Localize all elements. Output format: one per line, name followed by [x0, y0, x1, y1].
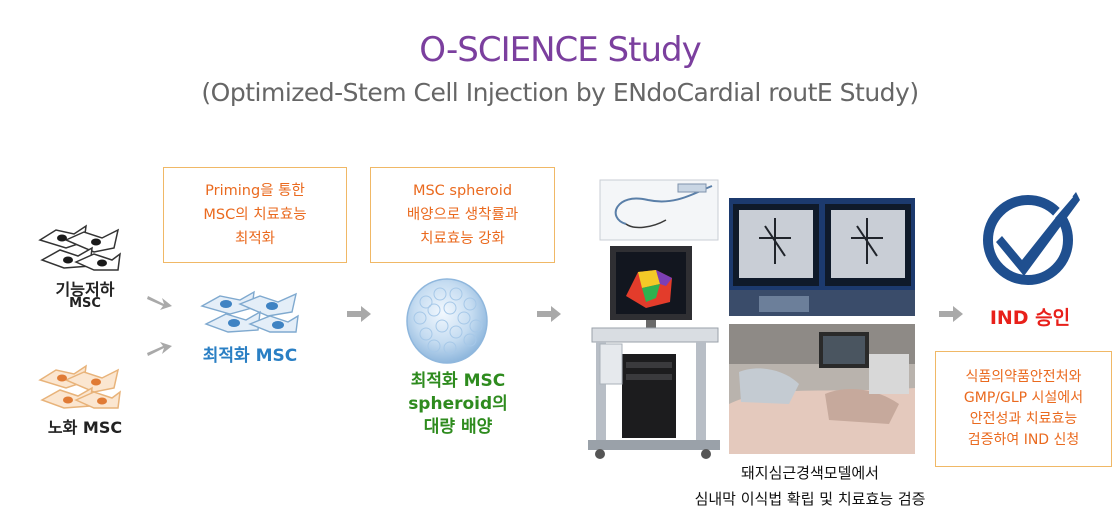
ind-box-line-4: 검증하여 IND 신청 [967, 432, 1080, 448]
mapping-system-icon [588, 179, 720, 459]
surgery-photo [729, 324, 915, 454]
priming-box-line-3: 최적화 [234, 231, 276, 247]
ind-approval-label: IND 승인 [989, 307, 1071, 329]
arrow-right-icon [347, 306, 371, 322]
arrow-up-right-icon [147, 342, 172, 356]
impaired-msc-label-line2: MSC [69, 296, 101, 311]
ind-description-box: 식품의약품안전처와 GMP/GLP 시설에서 안전성과 치료효능 검증하여 IN… [935, 351, 1112, 467]
spheroid-box-line-1: MSC spheroid [412, 183, 513, 199]
spheroid-label: 최적화 MSC spheroid의 대량 배양 [388, 370, 528, 439]
spheroid-icon [406, 278, 488, 364]
spheroid-label-line-3: 대량 배양 [423, 417, 493, 437]
page-subtitle: (Optimized-Stem Cell Injection by ENdoCa… [201, 78, 919, 107]
optimized-msc-cells-icon [200, 290, 299, 333]
impaired-msc-cells-icon [38, 224, 121, 271]
porcine-model-caption-line-2: 심내막 이식법 확립 및 치료효능 검증 [694, 490, 926, 508]
spheroid-box-line-3: 치료효능 강화 [420, 231, 505, 247]
fluoroscopy-photo [729, 198, 915, 316]
spheroid-description-box: MSC spheroid 배양으로 생착률과 치료효능 강화 [370, 167, 555, 263]
porcine-model-caption-line-1: 돼지심근경색모델에서 [740, 464, 879, 482]
ind-box-line-1: 식품의약품안전처와 [965, 369, 1082, 385]
spheroid-label-line-1: 최적화 MSC [410, 371, 506, 391]
ind-box-line-2: GMP/GLP 시설에서 [963, 390, 1084, 406]
page-title: O-SCIENCE Study [419, 30, 701, 70]
spheroid-box-line-2: 배양으로 생착률과 [406, 207, 519, 223]
arrow-right-icon [537, 306, 561, 322]
priming-description-box: Priming을 통한 MSC의 치료효능 최적화 [163, 167, 347, 263]
aged-msc-label: 노화 MSC [47, 418, 123, 437]
optimized-msc-label: 최적화 MSC [202, 346, 298, 366]
arrow-right-icon [939, 306, 963, 322]
priming-box-line-2: MSC의 치료효능 [203, 207, 307, 223]
arrow-down-right-icon [147, 296, 172, 310]
priming-box-line-1: Priming을 통한 [205, 183, 305, 199]
impaired-msc-label-line1: 기능저하 [55, 280, 115, 299]
spheroid-label-line-2: spheroid의 [408, 394, 508, 414]
aged-msc-cells-icon [38, 364, 121, 409]
checkmark-icon [983, 192, 1080, 285]
ind-box-line-3: 안전성과 치료효능 [969, 411, 1078, 427]
